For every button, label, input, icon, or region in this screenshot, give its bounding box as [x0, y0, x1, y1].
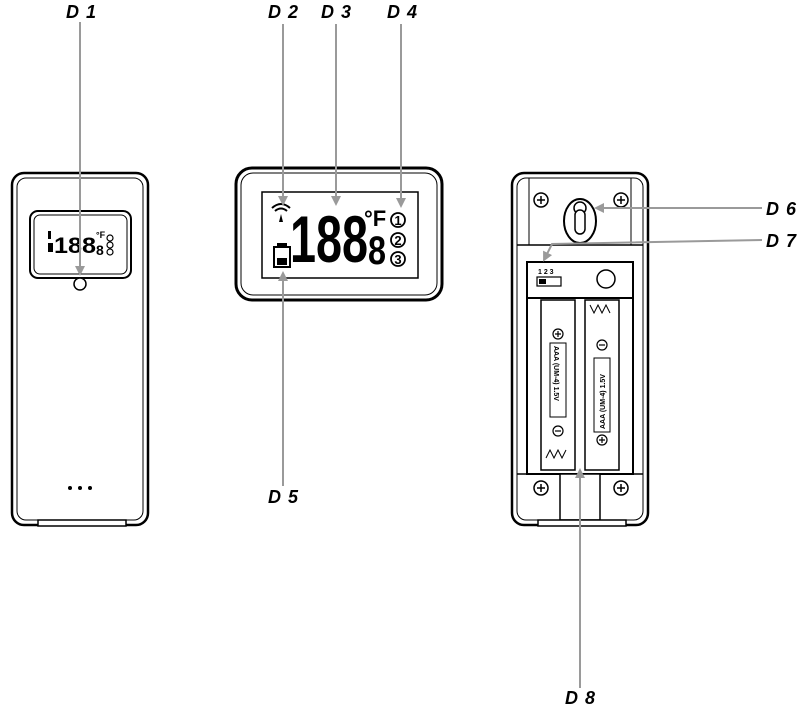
leader-lines	[75, 22, 763, 688]
display-view: 188 8 °F 1 2 3	[234, 166, 444, 302]
callout-d5: D 5	[268, 487, 299, 507]
screw-icon	[613, 480, 629, 496]
display-unit: °F	[364, 206, 386, 231]
channel-1: 1	[394, 213, 401, 228]
front-small-digits: 188	[54, 233, 96, 258]
battery-label-right: AAA (UM-4) 1.5V	[600, 374, 607, 429]
callout-labels: D 1 D 2 D 3 D 4 D 5 D 6 D 7 D 8	[66, 2, 797, 708]
front-small-unit: °F	[96, 230, 106, 240]
screw-icon	[533, 480, 549, 496]
callout-d3: D 3	[321, 2, 352, 22]
front-small-lcd: 188 8 °F	[48, 230, 114, 258]
battery-label-left: AAA (UM-4) 1.5V	[552, 346, 559, 401]
front-led	[73, 277, 87, 291]
callout-d7: D 7	[766, 231, 797, 251]
callout-d6: D 6	[766, 199, 797, 219]
channel-2: 2	[394, 233, 401, 248]
front-small-decimal: 8	[96, 242, 104, 258]
callout-d8: D 8	[565, 688, 596, 708]
callout-d2: D 2	[268, 2, 299, 22]
callout-d4: D 4	[387, 2, 418, 22]
switch-numbers: 1 2 3	[538, 269, 554, 276]
channel-3: 3	[394, 252, 401, 267]
screw-icon	[533, 192, 549, 208]
channel-switch	[536, 276, 562, 287]
display-digits: 188	[290, 202, 368, 276]
callout-d1: D 1	[66, 2, 97, 22]
keyhole-icon	[563, 198, 597, 244]
channel-indicators: 1 2 3	[390, 212, 406, 267]
display-decimal: 8	[368, 229, 386, 273]
screw-icon	[613, 192, 629, 208]
battery-icon	[273, 243, 291, 268]
